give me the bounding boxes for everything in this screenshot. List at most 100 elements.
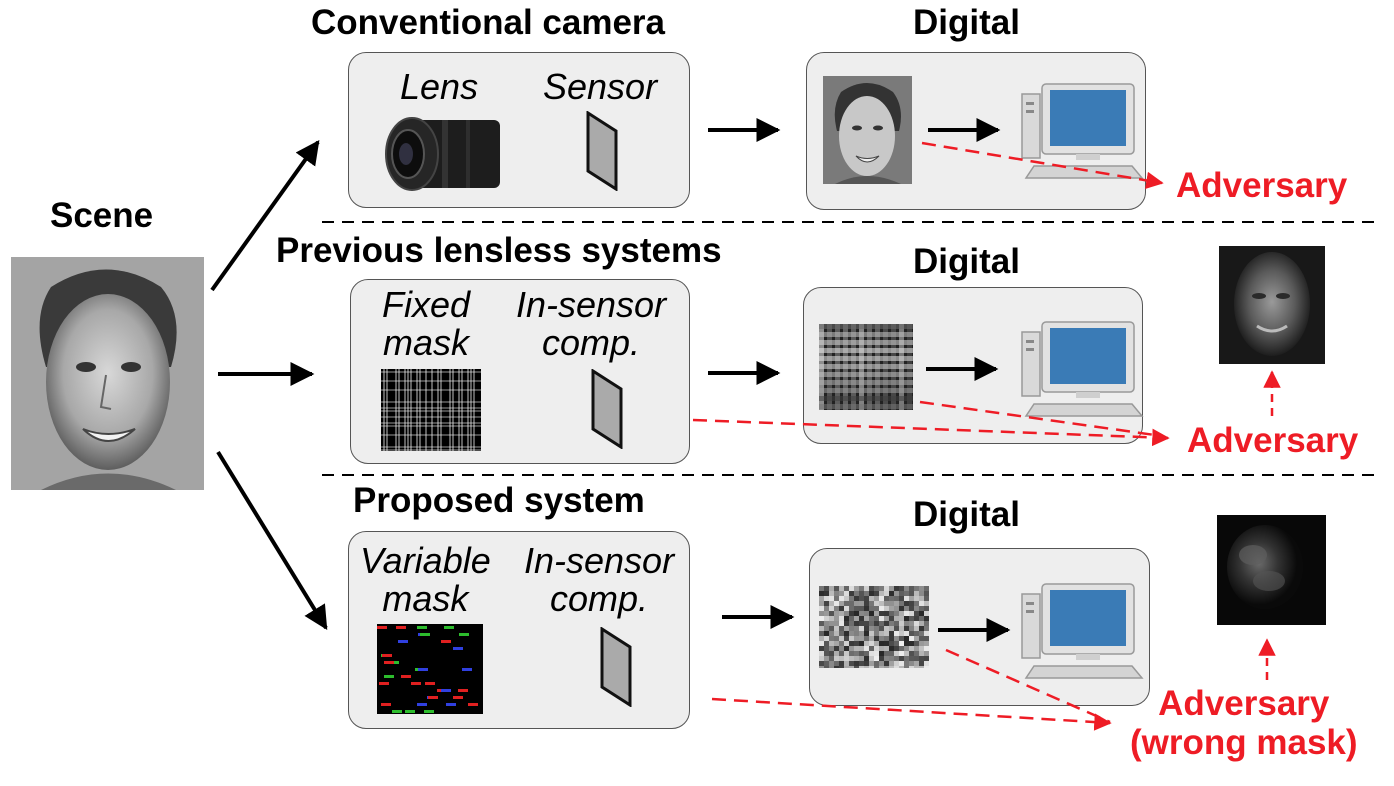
noise-pixel xyxy=(829,666,834,668)
noise-pixel xyxy=(829,626,834,631)
mask-element xyxy=(401,675,411,678)
noise-pixel xyxy=(854,646,859,651)
noise-pixel xyxy=(819,616,824,621)
row1-adversary-arrow xyxy=(921,141,1164,190)
noise-pixel xyxy=(924,596,929,601)
row2-title: Previous lensless systems xyxy=(276,231,722,270)
mask-element xyxy=(405,710,415,713)
noise-pixel xyxy=(919,631,924,636)
noise-pixel xyxy=(869,591,874,596)
noise-pixel xyxy=(879,631,884,636)
noise-pixel xyxy=(864,636,869,641)
noise-pixel xyxy=(839,631,844,636)
noise-pixel xyxy=(899,641,904,646)
noise-pixel xyxy=(859,586,864,591)
noise-pixel xyxy=(834,621,839,626)
noise-pixel xyxy=(899,601,904,606)
noise-pixel xyxy=(889,596,894,601)
noise-pixel xyxy=(889,661,894,666)
noise-pixel xyxy=(834,661,839,666)
noise-pixel xyxy=(909,666,914,668)
noise-pixel xyxy=(874,651,879,656)
noise-pixel xyxy=(894,616,899,621)
noise-pixel xyxy=(829,586,834,591)
noise-pixel xyxy=(859,626,864,631)
noise-pixel xyxy=(924,666,929,668)
noise-pixel xyxy=(919,596,924,601)
noise-pixel xyxy=(874,616,879,621)
noise-pixel xyxy=(844,596,849,601)
noise-pixel xyxy=(834,666,839,668)
noise-pixel xyxy=(919,661,924,666)
noise-pixel xyxy=(869,596,874,601)
noise-pixel xyxy=(869,601,874,606)
noise-pixel xyxy=(869,626,874,631)
noise-pixel xyxy=(884,586,889,591)
row3-title: Proposed system xyxy=(353,481,645,520)
noise-pixel xyxy=(904,651,909,656)
mask-element xyxy=(384,675,394,678)
noise-pixel xyxy=(844,616,849,621)
noise-pixel xyxy=(904,596,909,601)
noise-pixel xyxy=(854,651,859,656)
noise-pixel xyxy=(904,586,909,591)
noise-pixel xyxy=(894,591,899,596)
noise-pixel xyxy=(924,586,929,591)
plaid-stripe xyxy=(819,404,913,409)
noise-pixel xyxy=(894,606,899,611)
mask-element xyxy=(398,640,408,643)
noise-pixel xyxy=(899,616,904,621)
noise-pixel xyxy=(899,611,904,616)
noise-pixel xyxy=(904,656,909,661)
noise-pixel xyxy=(819,606,824,611)
noise-pixel xyxy=(844,646,849,651)
noise-pixel xyxy=(864,626,869,631)
noise-pixel xyxy=(854,666,859,668)
noise-pixel xyxy=(839,666,844,668)
noise-pixel xyxy=(844,591,849,596)
scene-label: Scene xyxy=(50,196,154,235)
noise-pixel xyxy=(829,641,834,646)
noise-pixel xyxy=(879,666,884,668)
variable-mask-pattern-icon xyxy=(377,624,483,714)
noise-pixel xyxy=(919,586,924,591)
noise-pixel xyxy=(824,636,829,641)
noise-pixel xyxy=(889,616,894,621)
noise-pixel xyxy=(889,651,894,656)
noise-pixel xyxy=(879,651,884,656)
mask-element xyxy=(468,703,478,706)
noise-pixel xyxy=(879,636,884,641)
noise-pixel xyxy=(834,611,839,616)
noise-pixel xyxy=(909,611,914,616)
noise-pixel xyxy=(854,606,859,611)
noise-pixel xyxy=(834,651,839,656)
noise-pixel xyxy=(889,601,894,606)
noise-pixel xyxy=(849,651,854,656)
noise-pixel xyxy=(899,586,904,591)
noise-pixel xyxy=(844,601,849,606)
noise-pixel xyxy=(839,616,844,621)
noise-pixel xyxy=(919,611,924,616)
mask-element xyxy=(453,647,463,650)
noise-pixel xyxy=(834,636,839,641)
row2-computer-icon xyxy=(1021,321,1144,417)
noise-pixel xyxy=(864,611,869,616)
noise-pixel xyxy=(884,636,889,641)
noise-pixel xyxy=(904,666,909,668)
noise-pixel xyxy=(849,601,854,606)
noise-pixel xyxy=(874,621,879,626)
scene-to-row1-arrow xyxy=(210,140,320,292)
noise-pixel xyxy=(874,631,879,636)
noise-pixel xyxy=(894,596,899,601)
noise-pixel xyxy=(889,586,894,591)
noise-pixel xyxy=(839,646,844,651)
noise-pixel xyxy=(869,661,874,666)
plaid-stripe xyxy=(819,388,913,393)
noise-pixel xyxy=(839,591,844,596)
noise-pixel xyxy=(839,636,844,641)
noise-pixel xyxy=(864,586,869,591)
noise-pixel xyxy=(869,646,874,651)
